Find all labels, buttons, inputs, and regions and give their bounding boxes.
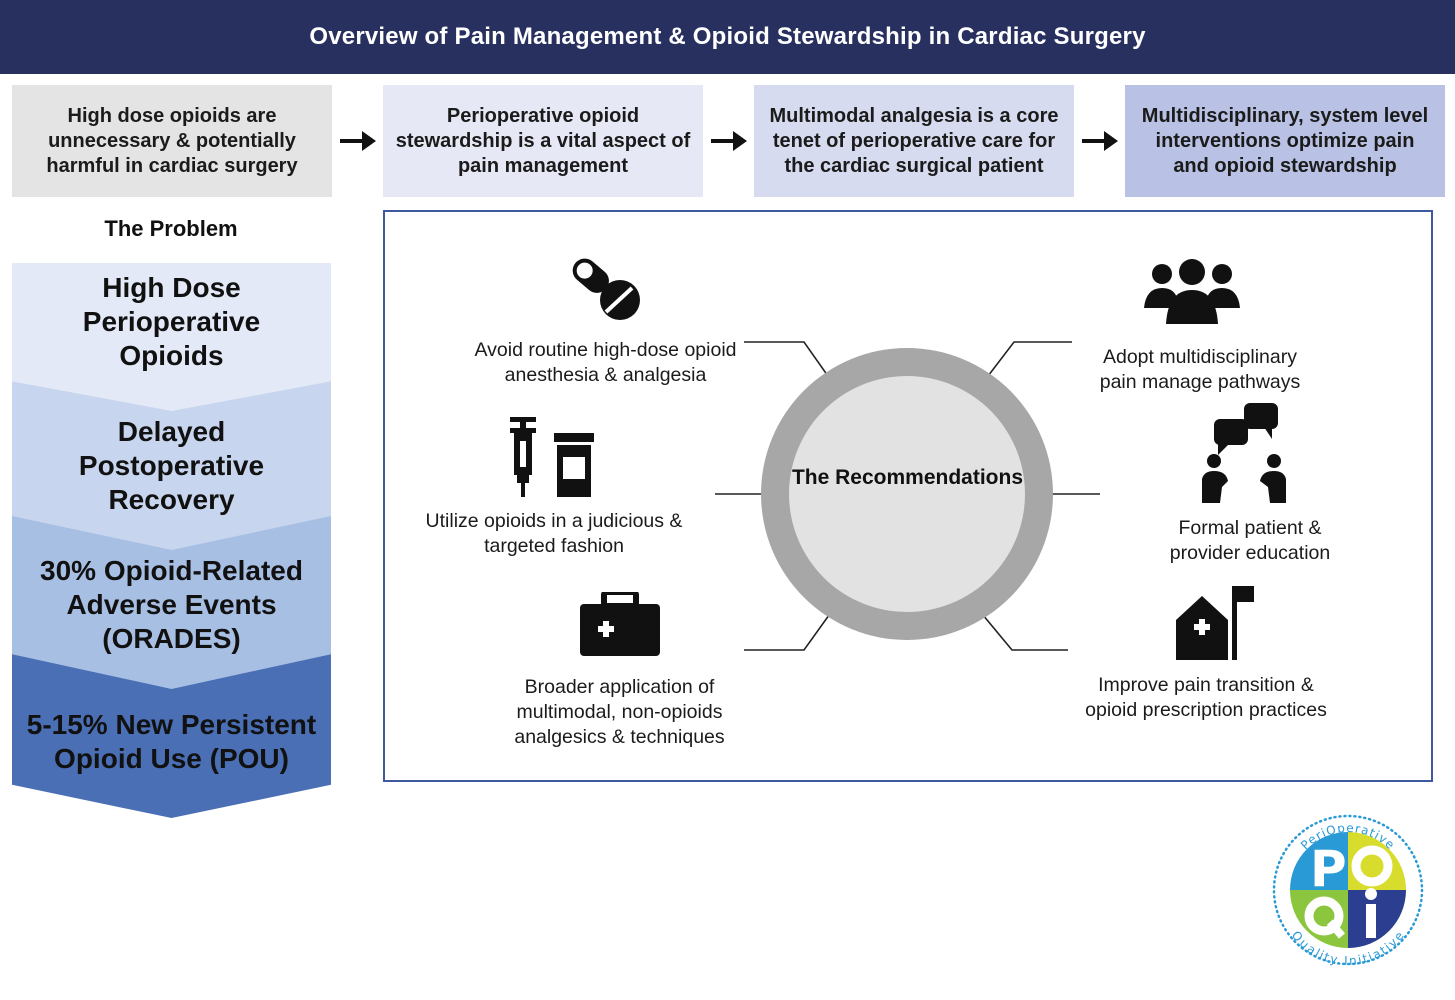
problem-title: The Problem bbox=[104, 216, 238, 241]
problem-item-label: 30% Opioid-Related Adverse Events (ORADE… bbox=[40, 555, 303, 654]
syringe-vial-icon bbox=[510, 417, 594, 497]
flow-step-1: High dose opioids are unnecessary & pote… bbox=[12, 85, 332, 197]
page-title: Overview of Pain Management & Opioid Ste… bbox=[0, 0, 1455, 74]
problem-item-label: High Dose Perioperative Opioids bbox=[82, 272, 261, 371]
conversation-icon bbox=[1202, 403, 1286, 503]
rec-multidisciplinary-pathways: Adopt multidisciplinary pain manage path… bbox=[1099, 346, 1301, 393]
problem-item-label: 5-15% New Persistent Opioid Use (POU) bbox=[26, 709, 317, 774]
rec-multimodal-application: Broader application of multimodal, non-o… bbox=[514, 676, 725, 748]
flow-step-3: Multimodal analgesia is a core tenet of … bbox=[754, 85, 1074, 197]
rec-avoid-high-dose: Avoid routine high-dose opioid anesthesi… bbox=[474, 339, 737, 386]
poqi-logo: P PeriOperative Quality Initiative bbox=[1272, 814, 1424, 968]
recommendations-center-label: The Recommendations bbox=[791, 466, 1024, 489]
group-icon bbox=[1144, 259, 1240, 324]
svg-text:P: P bbox=[1310, 840, 1347, 898]
rec-formal-education: Formal patient & provider education bbox=[1169, 517, 1331, 564]
flow-step-2: Perioperative opioid stewardship is a vi… bbox=[383, 85, 703, 197]
pills-icon bbox=[572, 258, 640, 320]
problem-item-1: High Dose Perioperative Opioids bbox=[12, 263, 331, 411]
rec-pain-transition: Improve pain transition & opioid prescri… bbox=[1085, 674, 1327, 721]
rec-judicious-opioids: Utilize opioids in a judicious & targete… bbox=[425, 510, 683, 557]
hospital-icon bbox=[1176, 586, 1254, 660]
problem-item-label: Delayed Postoperative Recovery bbox=[78, 416, 265, 515]
right-arrow-icon bbox=[340, 131, 376, 151]
medical-kit-icon bbox=[580, 592, 660, 656]
right-arrow-icon bbox=[1082, 131, 1118, 151]
flow-step-4: Multidisciplinary, system level interven… bbox=[1125, 85, 1445, 197]
right-arrow-icon bbox=[711, 131, 747, 151]
